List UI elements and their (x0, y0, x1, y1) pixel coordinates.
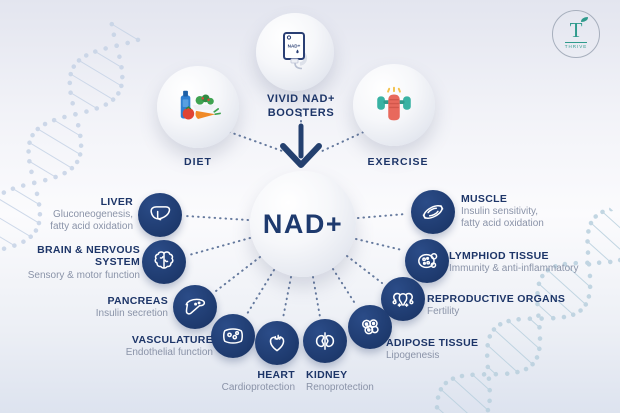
exercise-label: EXERCISE (367, 156, 429, 168)
pancreas-title: PANCREAS (107, 295, 168, 307)
reproductive-desc: Fertility (427, 306, 460, 318)
kidney-title: KIDNEY (306, 369, 348, 381)
diet-label: DIET (184, 156, 212, 168)
lymphoid-desc: Immunity & anti-inflammatory (449, 263, 579, 275)
liver-title: LIVER (100, 196, 133, 208)
organ-muscle: MUSCLE Insulin sensitivity, fatty acid o… (461, 193, 579, 230)
uterus-icon (381, 277, 425, 321)
pancreas-desc: Insulin secretion (95, 308, 168, 320)
connector-heart (282, 276, 292, 319)
organ-adipose: ADIPOSE TISSUE Lipogenesis (386, 337, 496, 362)
kidney-desc: Renoprotection (306, 382, 374, 394)
connector-kidney (312, 276, 321, 318)
liver-icon (138, 193, 182, 237)
brain-title: BRAIN & NERVOUS SYSTEM (37, 244, 140, 269)
vasculature-title: VASCULATURE (131, 334, 213, 346)
fist-dumbbell-icon (377, 86, 411, 121)
organ-kidney: KIDNEY Renoprotection (306, 369, 416, 394)
connector-brain (188, 237, 251, 256)
exercise-sphere (353, 64, 435, 146)
brain-icon (142, 240, 186, 284)
heart-icon (255, 321, 299, 365)
connector-adipose (332, 268, 357, 306)
reproductive-title: REPRODUCTIVE ORGANS (427, 293, 566, 305)
booster-label: VIVID NAD+ BOOSTERS (266, 93, 336, 120)
organ-vasculature: VASCULATURE Endothelial function (101, 334, 213, 359)
leaf-icon (581, 16, 589, 22)
nad-sphere: NAD+ (250, 171, 356, 277)
connector-muscle (357, 213, 407, 219)
organ-brain: BRAIN & NERVOUS SYSTEM Sensory & motor f… (2, 244, 140, 282)
booster-sphere: NAD+ (256, 13, 334, 91)
connector-diet (223, 129, 286, 153)
fat-cells-icon (348, 305, 392, 349)
brand-logo: T Thrive (552, 10, 600, 58)
heart-desc: Cardioprotection (221, 382, 295, 394)
diet-sphere (157, 66, 239, 148)
pancreas-icon (173, 285, 217, 329)
muscle-title: MUSCLE (461, 193, 508, 205)
connector-reproductive (346, 255, 383, 284)
kidney-icon (303, 319, 347, 363)
organ-liver: LIVER Gluconeogenesis, fatty acid oxidat… (21, 196, 133, 233)
brain-desc: Sensory & motor function (27, 269, 140, 281)
healthy-food-icon (180, 90, 221, 120)
connector-lymphoid (355, 238, 403, 251)
organ-reproductive: REPRODUCTIVE ORGANS Fertility (427, 293, 582, 318)
nad-label: NAD+ (262, 208, 344, 239)
connector-vasculature (246, 269, 275, 315)
vasculature-desc: Endothelial function (125, 347, 213, 359)
liver-desc: Gluconeogenesis, fatty acid oxidation (50, 209, 133, 233)
lymphoid-title: LYMPHIOD TISSUE (449, 250, 549, 262)
lymphoid-cell-icon (405, 239, 449, 283)
organ-heart: HEART Cardioprotection (195, 369, 295, 394)
adipose-title: ADIPOSE TISSUE (386, 337, 479, 349)
blood-vessel-icon (211, 314, 255, 358)
muscle-icon (411, 190, 455, 234)
connector-exercise (319, 129, 369, 153)
down-arrow-icon (280, 123, 322, 168)
organ-pancreas: PANCREAS Insulin secretion (58, 295, 168, 320)
connector-liver (185, 215, 249, 221)
iv-bag-icon: NAD+ (283, 32, 308, 70)
muscle-desc: Insulin sensitivity, fatty acid oxidatio… (461, 206, 544, 230)
brand-logo-letter: T (570, 16, 589, 41)
heart-title: HEART (257, 369, 295, 381)
svg-text:NAD+: NAD+ (288, 44, 301, 49)
organ-lymphoid: LYMPHIOD TISSUE Immunity & anti-inflamma… (449, 250, 619, 275)
adipose-desc: Lipogenesis (386, 350, 440, 362)
connector-pancreas (215, 256, 261, 292)
brand-logo-name: Thrive (564, 41, 588, 49)
